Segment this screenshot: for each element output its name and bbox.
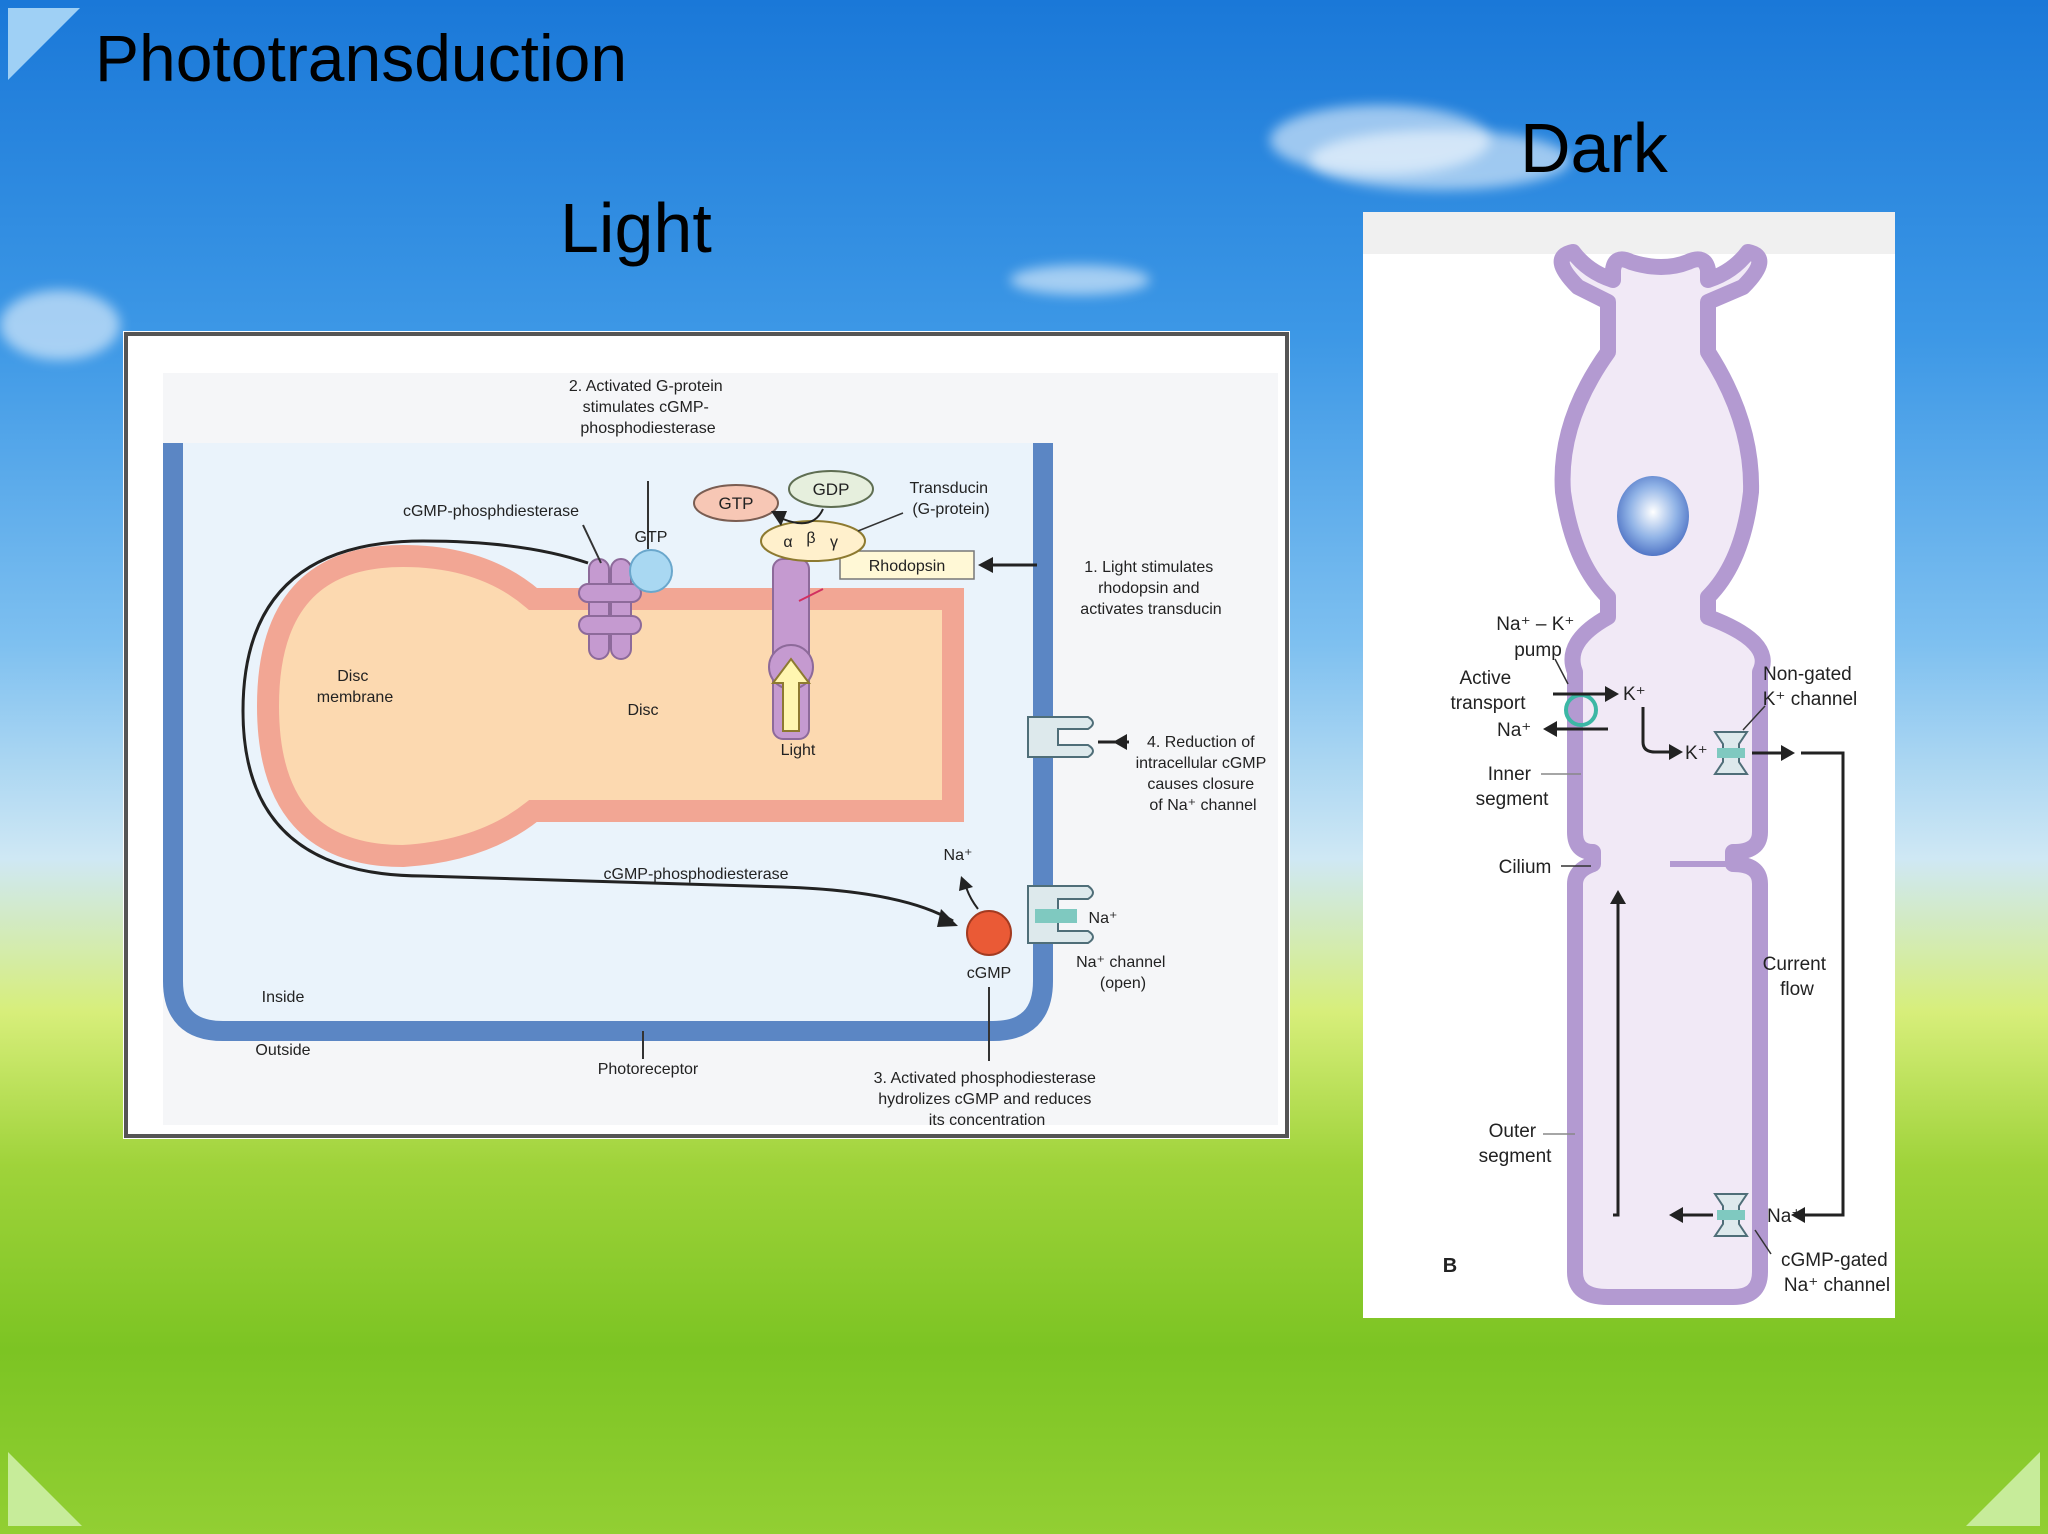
gdp-bubble (788, 470, 874, 508)
cilium-label: Cilium (1499, 857, 1552, 878)
na-outer-label: Na⁺ (1767, 1206, 1801, 1227)
step2-label: 2. Activated G-protein stimulates cGMP- … (569, 378, 727, 437)
cgmp-label: cGMP (967, 965, 1011, 982)
dark-heading: Dark (1520, 109, 1668, 187)
dark-diagram: Na⁺ – K⁺ pump Active transport K⁺ Na⁺ K⁺… (1363, 212, 1895, 1318)
k-inner-label: K⁺ (1685, 743, 1708, 764)
background-cloud (1010, 265, 1150, 295)
pde-label-top: cGMP-phosphdiesterase (403, 503, 579, 520)
light-diagram: 2. Activated G-protein stimulates cGMP- … (124, 332, 1289, 1138)
disc-membrane-label: Disc membrane (317, 668, 394, 706)
non-gated-k-channel (1713, 731, 1749, 775)
non-gated-channel-label: Non-gated K⁺ channel (1763, 664, 1858, 710)
na-channel-label: Na⁺ channel (open) (1076, 954, 1170, 992)
pde-label-bottom: cGMP-phosphodiesterase (604, 866, 789, 883)
sodium-channel-closed (1027, 716, 1094, 758)
dark-diagram-panel: Na⁺ – K⁺ pump Active transport K⁺ Na⁺ K⁺… (1363, 212, 1895, 1318)
slide-title: Phototransduction (95, 21, 628, 95)
outside-label: Outside (255, 1042, 310, 1059)
k-pump-label: K⁺ (1623, 684, 1646, 705)
nucleus (1617, 476, 1689, 556)
inner-segment-label: Inner segment (1476, 764, 1550, 810)
pump-label: Na⁺ – K⁺ pump (1496, 614, 1579, 661)
na-ion-label: Na⁺ (944, 847, 973, 864)
transducin-label: Transducin (G-protein) (909, 480, 992, 518)
panel-letter: B (1443, 1255, 1457, 1277)
step3-label: 3. Activated phosphodiesterase hydrolize… (874, 1070, 1101, 1129)
light-label: Light (781, 742, 816, 759)
sodium-channel-open (1027, 885, 1094, 944)
light-diagram-panel: 2. Activated G-protein stimulates cGMP- … (123, 331, 1290, 1139)
disc-label: Disc (627, 702, 658, 719)
transducin-beta: β (806, 530, 815, 547)
transducin-gamma: γ (830, 534, 838, 551)
na-channel-ion-label: Na⁺ (1089, 910, 1118, 927)
cgmp-gated-channel-label: cGMP-gated Na⁺ channel (1781, 1250, 1893, 1296)
rhodopsin-label: Rhodopsin (869, 558, 946, 575)
photoreceptor-cell (1553, 244, 1771, 1305)
active-transport-label: Active transport (1451, 668, 1527, 714)
inside-label: Inside (262, 989, 305, 1006)
outer-segment-label: Outer segment (1479, 1121, 1553, 1167)
gdp-bubble-label: GDP (813, 480, 850, 499)
gtp-bubble-label: GTP (719, 494, 754, 513)
step1-label: 1. Light stimulates rhodopsin and activa… (1080, 559, 1221, 618)
gtp-bubble (693, 484, 779, 522)
transducin-alpha: α (783, 534, 792, 551)
corner-triangle-bottom-left (8, 1452, 82, 1526)
rhodopsin-label-box (839, 550, 975, 580)
gtp-molecule (629, 549, 673, 593)
plasma-membrane (163, 443, 1053, 1041)
background-cloud (0, 290, 120, 360)
gtp-small-label: GTP (635, 529, 668, 546)
light-arrow (771, 657, 811, 732)
corner-triangle-bottom-right (1966, 1452, 2040, 1526)
cgmp-molecule (966, 910, 1012, 956)
corner-triangle-top-left (8, 8, 80, 80)
light-heading: Light (560, 189, 712, 267)
cgmp-gated-na-channel (1713, 1193, 1749, 1237)
photoreceptor-label: Photoreceptor (598, 1061, 699, 1078)
na-pump-label: Na⁺ (1497, 720, 1531, 741)
step4-label: 4. Reduction of intracellular cGMP cause… (1136, 734, 1271, 814)
current-flow-label: Current flow (1763, 954, 1832, 1000)
background-cloud (1310, 130, 1570, 190)
